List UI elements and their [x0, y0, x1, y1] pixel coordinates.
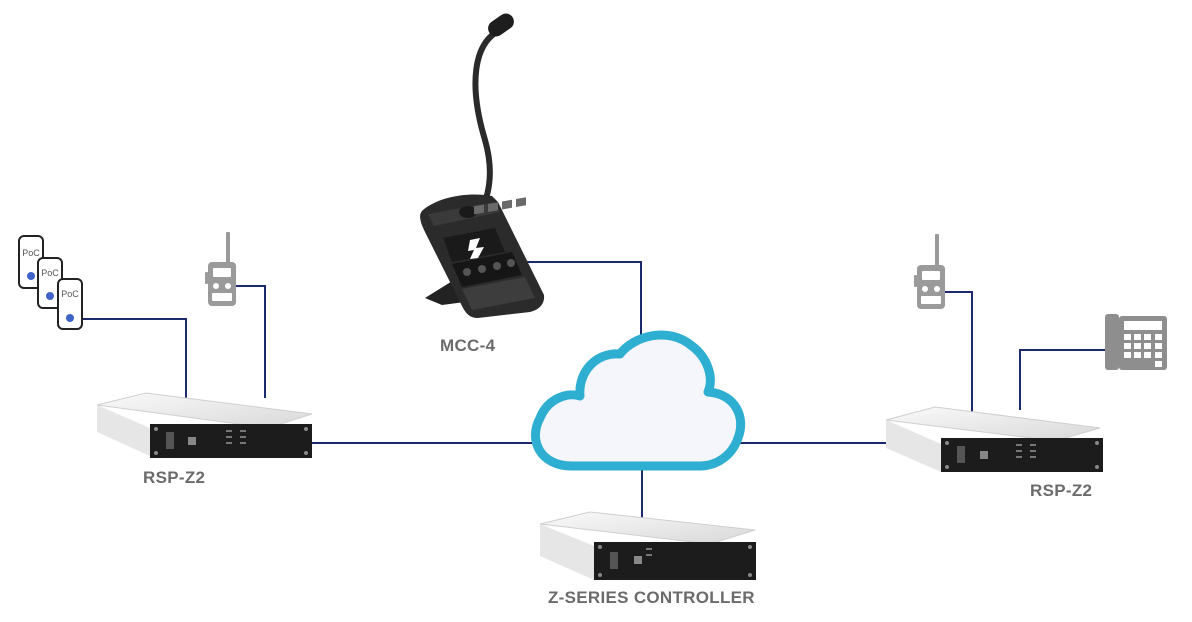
z-series-controller-label: Z-SERIES CONTROLLER — [548, 588, 755, 607]
smartphone-icon: PoC — [57, 278, 83, 330]
rack-unit-icon — [96, 392, 313, 458]
rsp-z2-right-label: RSP-Z2 — [1030, 481, 1093, 500]
smartphone-icon: PoC — [37, 257, 63, 309]
link-deskphone-rsp-right — [1019, 349, 1105, 410]
link-phones-rsp-left — [82, 318, 187, 398]
mcc-4-label: MCC-4 — [440, 336, 496, 355]
cloud-icon — [531, 330, 746, 471]
rsp-z2-left-label: RSP-Z2 — [143, 468, 206, 487]
rack-unit-icon — [885, 406, 1103, 472]
connection-lines — [82, 261, 1105, 520]
radio-icon — [914, 234, 945, 309]
radio-icon — [205, 232, 236, 306]
link-radio-rsp-left — [236, 285, 266, 398]
poc-label: PoC — [41, 268, 59, 278]
poc-smartphones: PoC PoC PoC — [18, 235, 83, 330]
desk-phone-icon — [1105, 314, 1167, 370]
poc-label: PoC — [22, 248, 40, 258]
desk-microphone-icon — [420, 13, 545, 318]
rack-unit-icon — [539, 511, 756, 580]
link-radio-rsp-right — [945, 291, 973, 413]
poc-label: PoC — [61, 289, 79, 299]
link-mcc-cloud — [521, 261, 642, 340]
